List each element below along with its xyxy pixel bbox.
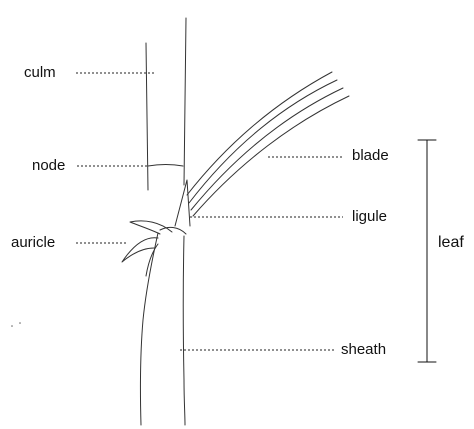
ligule [174, 179, 191, 227]
culm-label: culm [24, 64, 56, 81]
sheath-left-edge [139, 232, 159, 426]
blade-vein-2 [190, 87, 344, 211]
ligule-label: ligule [352, 208, 388, 225]
culm-right-edge [183, 17, 187, 186]
sheath-right-edge [182, 235, 186, 426]
auricle-inner-fold [145, 243, 159, 277]
blade-edge-outer [186, 71, 333, 196]
auricle-upper [129, 220, 173, 235]
auricle-lower [121, 237, 159, 263]
blade-label: blade [352, 147, 389, 164]
leaf-label: leaf [438, 234, 464, 251]
blade-vein-1 [188, 79, 338, 204]
speck-mark [19, 322, 21, 324]
node-line [147, 164, 184, 167]
node-label: node [32, 157, 66, 174]
culm-left-edge [145, 42, 149, 191]
sheath-label: sheath [341, 341, 387, 358]
sheath-top [159, 226, 187, 235]
auricle-label: auricle [11, 234, 56, 251]
speck-mark [11, 325, 13, 327]
blade-edge-inner [192, 95, 350, 217]
